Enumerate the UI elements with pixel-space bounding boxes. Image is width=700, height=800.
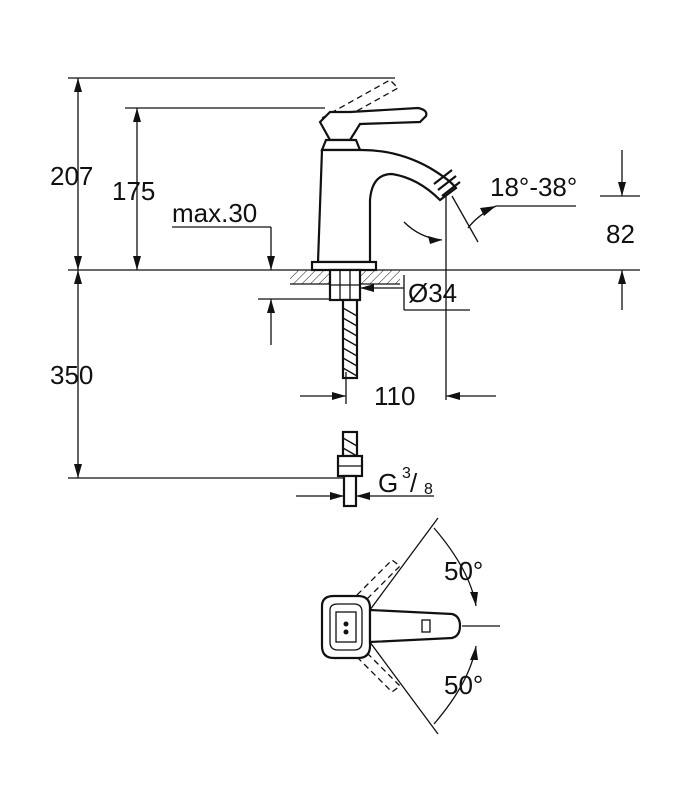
dim-max30-label: max.30 — [172, 198, 257, 228]
dim-82: 82 — [600, 150, 640, 310]
dim-350: 350 — [50, 270, 344, 479]
thread-label-g: G — [378, 468, 398, 498]
dim-82-label: 82 — [606, 219, 635, 249]
dim-jet-angle: 18°-38° — [403, 172, 577, 400]
thread-label-den: 8 — [424, 481, 433, 498]
dim-jet-angle-label: 18°-38° — [490, 172, 577, 202]
dim-diameter: Ø34 — [360, 275, 470, 311]
dim-175: 175 — [112, 107, 325, 270]
dim-350-label: 350 — [50, 360, 93, 390]
dim-207: 207 — [50, 77, 395, 270]
counter-section — [290, 268, 400, 380]
dim-110-label: 110 — [374, 381, 415, 411]
lever-angle-upper: 50° — [444, 556, 483, 586]
faucet-side-view — [310, 79, 461, 272]
dim-175-label: 175 — [112, 176, 155, 206]
dim-110: 110 — [300, 372, 496, 411]
dim-max30: max.30 — [172, 198, 330, 345]
lever-angle-lower: 50° — [444, 670, 483, 700]
faucet-top-view: 50° 50° — [320, 517, 500, 735]
thread-label-num: 3 — [402, 465, 411, 482]
thread-label-slash: / — [410, 468, 418, 498]
dim-207-label: 207 — [50, 161, 93, 191]
dim-diameter-label: Ø34 — [408, 278, 457, 308]
hose-connector: G 3 / 8 — [296, 430, 434, 508]
